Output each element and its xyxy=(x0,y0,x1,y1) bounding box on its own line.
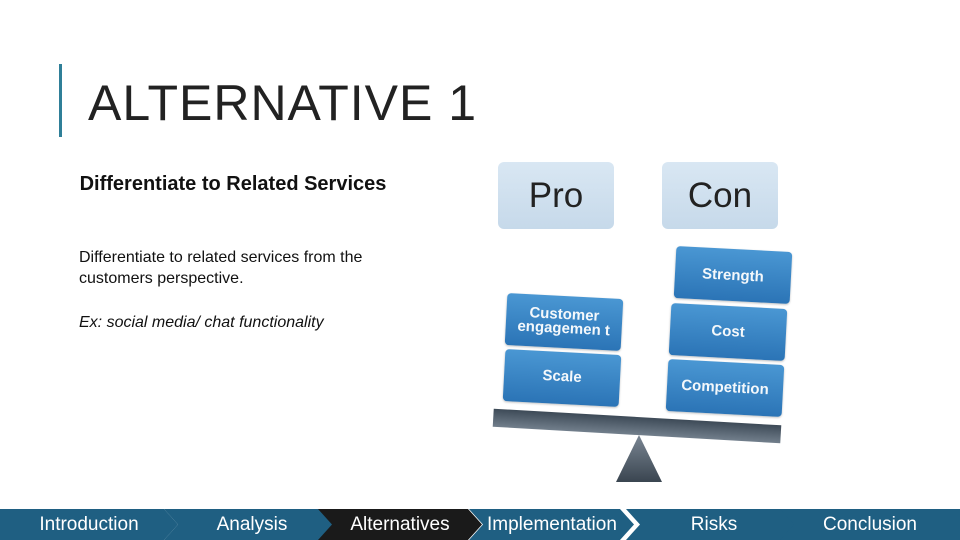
nav-step-conclusion[interactable]: Conclusion xyxy=(780,509,960,540)
page-title: ALTERNATIVE 1 xyxy=(88,74,477,132)
fulcrum-icon xyxy=(615,435,663,483)
pro-item-customer-engagement: Customer engagemen t xyxy=(505,293,624,351)
nav-step-analysis[interactable]: Analysis xyxy=(164,509,340,540)
nav-step-introduction[interactable]: Introduction xyxy=(0,509,178,540)
section-nav: Introduction Analysis Alternatives Imple… xyxy=(0,509,960,540)
con-item-competition: Competition xyxy=(666,359,785,417)
nav-step-implementation[interactable]: Implementation xyxy=(469,509,634,540)
nav-step-risks[interactable]: Risks xyxy=(626,509,802,540)
nav-step-alternatives[interactable]: Alternatives xyxy=(318,509,482,540)
alternative-subtitle: Differentiate to Related Services xyxy=(78,170,388,199)
alternative-description: Differentiate to related services from t… xyxy=(79,247,399,289)
alternative-example: Ex: social media/ chat functionality xyxy=(79,314,324,332)
con-item-strength: Strength xyxy=(674,246,793,304)
title-accent-bar xyxy=(59,64,62,137)
con-header: Con xyxy=(662,162,778,229)
pro-item-scale: Scale xyxy=(503,349,622,407)
con-item-cost: Cost xyxy=(669,303,788,361)
pro-header: Pro xyxy=(498,162,614,229)
